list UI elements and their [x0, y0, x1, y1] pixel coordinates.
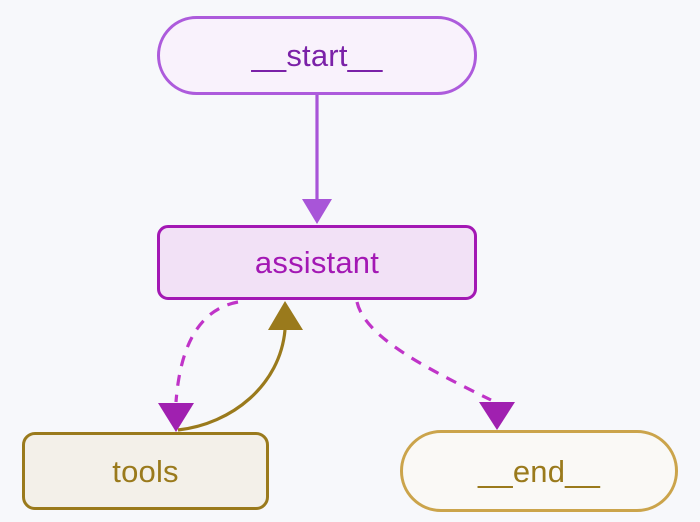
edge-tools-to-assistant	[177, 301, 303, 432]
edge-assistant-to-tools	[158, 300, 239, 432]
arrowhead-start-to-assistant	[302, 199, 332, 224]
arrowhead-assistant-to-tools	[158, 403, 194, 432]
node-start-label: __start__	[251, 38, 383, 73]
node-end-label: __end__	[477, 453, 601, 489]
node-assistant[interactable]: assistant	[157, 225, 477, 300]
node-end[interactable]: __end__	[400, 430, 678, 512]
arrowhead-tools-to-assistant	[268, 301, 303, 330]
node-tools-label: tools	[112, 453, 179, 489]
node-assistant-label: assistant	[254, 245, 380, 280]
arrowhead-assistant-to-end	[479, 402, 515, 430]
node-start[interactable]: __start__	[157, 16, 477, 95]
node-tools[interactable]: tools	[22, 432, 269, 510]
edge-assistant-to-end	[355, 301, 515, 430]
edge-start-to-assistant	[302, 95, 332, 224]
